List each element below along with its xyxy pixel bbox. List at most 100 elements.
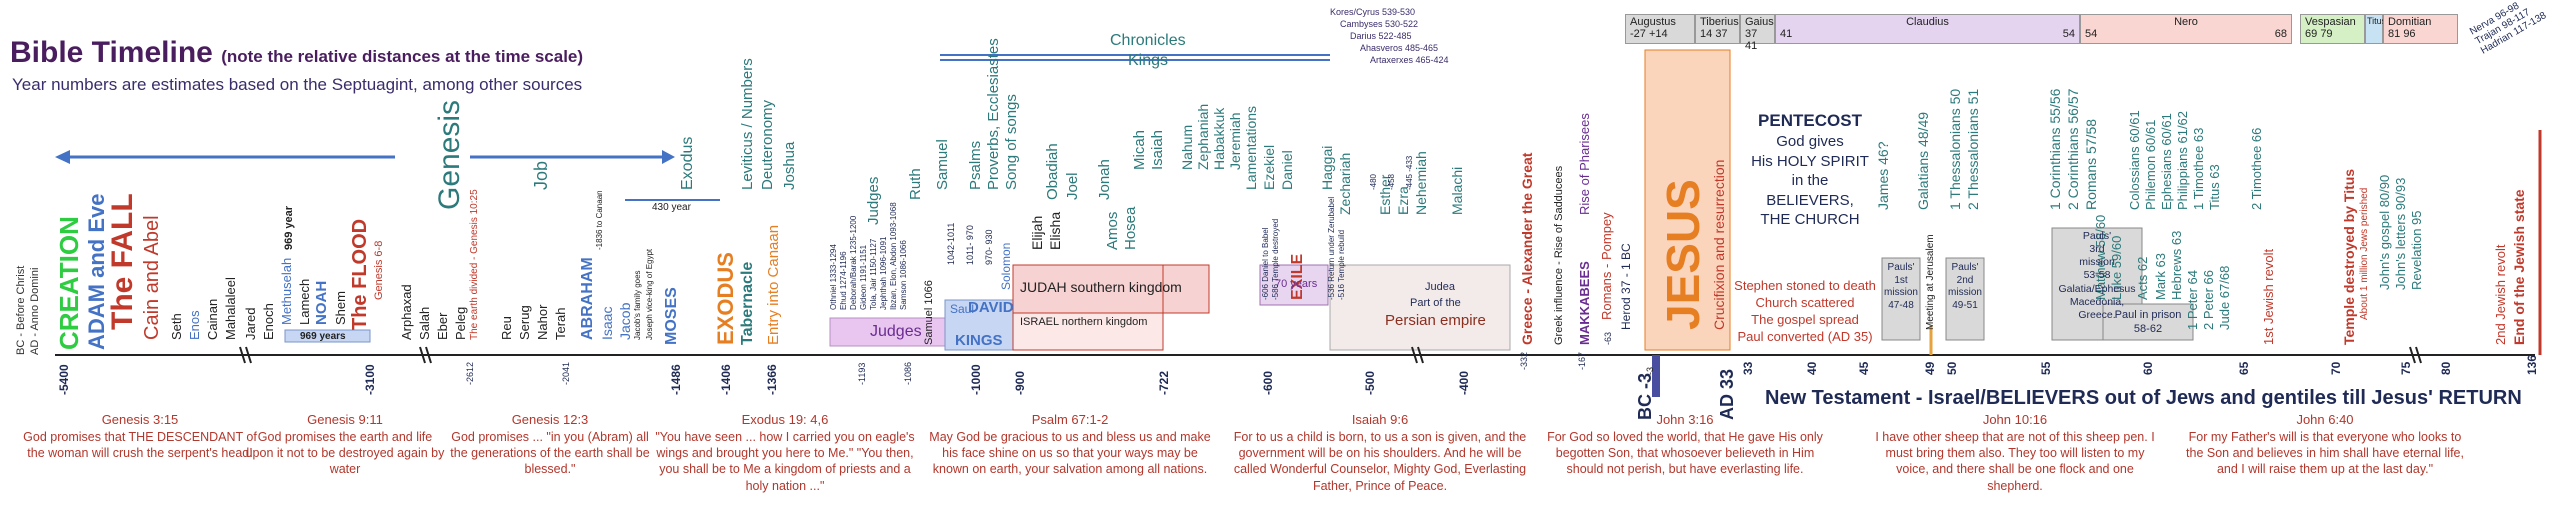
prophet-habakkuk: Habakkuk bbox=[1211, 107, 1227, 170]
persia-king: Darius 522-485 bbox=[1350, 31, 1412, 41]
persia-king: Cambyses 530-522 bbox=[1340, 19, 1419, 29]
exile-years: 70 years bbox=[1275, 278, 1318, 290]
nt-prison-letter: Titus 63 bbox=[2207, 164, 2222, 210]
bar-969-label: 969 years bbox=[300, 331, 346, 342]
song-book: Song of songs bbox=[1003, 94, 1020, 190]
emperor-titus: Titus bbox=[2365, 14, 2386, 44]
prophet-elisha: Elisha bbox=[1047, 211, 1063, 250]
nt-late-letter: Jude 67/68 bbox=[2217, 265, 2232, 330]
tick: -722 bbox=[1157, 370, 1171, 395]
nt-prison-letter: Philemon 60/61 bbox=[2143, 119, 2158, 210]
nt-corinth-2: 2 Corinthians 56/57 bbox=[2065, 88, 2081, 210]
years-430: 430 year bbox=[652, 202, 691, 213]
book-leviticus: Leviticus / Numbers bbox=[739, 58, 756, 190]
kings-label: KINGS bbox=[955, 332, 1003, 349]
samuel-book: Samuel bbox=[934, 139, 951, 190]
kings-book: Kings bbox=[1128, 52, 1169, 69]
judge-item: Othniel 1333-1294 bbox=[829, 244, 838, 310]
tick: -3100 bbox=[363, 364, 377, 395]
persia-king: Kores/Cyrus 539-530 bbox=[1330, 7, 1416, 17]
pentecost-line: BELIEVERS, bbox=[1766, 191, 1854, 209]
cain-abel-label: Cain and Abel bbox=[141, 215, 163, 340]
tick: -1000 bbox=[969, 364, 983, 395]
judge-item: Deborah/Barak 1235-1200 bbox=[849, 215, 858, 310]
david-label: DAVID bbox=[968, 299, 1014, 316]
methuselah-label: Methuselah bbox=[279, 257, 294, 325]
tick: 49 bbox=[1923, 361, 1937, 375]
after-peleg-nahor: Nahor bbox=[535, 304, 550, 340]
nt-galatians: Galatians 48/49 bbox=[1915, 111, 1931, 210]
nt-late-letter: Hebrews 63 bbox=[2169, 230, 2184, 300]
tick: 50 bbox=[1945, 361, 1959, 375]
moses-label: MOSES bbox=[663, 287, 680, 345]
after-peleg-terah: Terah bbox=[553, 307, 568, 340]
patriarch-seth: Seth bbox=[169, 313, 184, 340]
pentecost-block: PENTECOST God gives His HOLY SPIRIT in t… bbox=[1740, 110, 1880, 230]
tick: 33 bbox=[1741, 361, 1755, 375]
stephen-line: Church scattered bbox=[1755, 294, 1855, 310]
page-subtitle: Year numbers are estimates based on the … bbox=[12, 75, 583, 94]
jewish-revolt-2: 2nd Jewish revolt bbox=[2493, 244, 2508, 345]
samuel-date: Samuel 1066 bbox=[923, 280, 935, 345]
tick: -3 bbox=[1645, 366, 1655, 375]
after-flood-eber: Eber bbox=[435, 312, 450, 340]
pharisees-label: Rise of Pharisees bbox=[1577, 113, 1592, 215]
post-date: -458 bbox=[1387, 173, 1396, 190]
prophet-isaiah: Isaiah bbox=[1149, 129, 1166, 170]
book-deuteronomy: Deuteronomy bbox=[759, 99, 776, 190]
judah-kingdom: JUDAH southern kingdom bbox=[1020, 279, 1182, 295]
jesus-label: JESUS bbox=[1657, 179, 1709, 330]
judge-item: Ibzan, Elon, Abdon 1093-1068 bbox=[889, 202, 898, 310]
jewish-revolt-1: 1st Jewish revolt bbox=[2261, 248, 2276, 345]
tick: 80 bbox=[2439, 361, 2453, 375]
abraham-label: ABRAHAM bbox=[579, 257, 596, 340]
nt-romans: Romans 57/58 bbox=[2083, 118, 2099, 210]
judge-item: Tola, Jair 1150-1127 bbox=[869, 238, 878, 310]
patriarch-enoch: Enoch bbox=[261, 303, 276, 340]
flood-label: The FLOOD bbox=[349, 218, 371, 330]
legend-bc: BC - Before Christ bbox=[15, 265, 27, 355]
earth-divided-note: The earth divided - Genesis 10:25 bbox=[469, 189, 480, 340]
pentecost-title: PENTECOST bbox=[1758, 111, 1862, 130]
ruth-book: Ruth bbox=[907, 168, 924, 200]
persian-empire-label: Persian empire bbox=[1385, 312, 1486, 329]
nt-prison-letter: Philippians 61/62 bbox=[2175, 110, 2190, 210]
prophet-amos: Amos bbox=[1104, 211, 1121, 250]
nt-james: James 46? bbox=[1875, 141, 1891, 210]
tick: -1486 bbox=[669, 364, 683, 395]
post-nehemiah: Nehemiah bbox=[1413, 151, 1429, 215]
king-date: 1042-1011 bbox=[946, 222, 956, 265]
prophet-ezekiel: Ezekiel bbox=[1261, 144, 1277, 190]
post-date: -480 bbox=[1369, 173, 1378, 190]
temple-destroyed: Temple destroyed by Titus bbox=[2341, 168, 2357, 345]
entry-canaan-label: Entry into Canaan bbox=[765, 224, 782, 345]
nt-banner: New Testament - Israel/BELIEVERS out of … bbox=[1765, 387, 2522, 409]
tick: -1193 bbox=[857, 362, 867, 385]
tick: -2612 bbox=[465, 361, 475, 385]
verse: Exodus 19: 4,6"You have seen ... how I c… bbox=[655, 412, 915, 493]
persian-box-part: Part of the bbox=[1410, 297, 1461, 309]
stephen-line: The gospel spread bbox=[1751, 311, 1859, 327]
methuselah-years: 969 year bbox=[283, 205, 295, 250]
isaac-label: Isaac bbox=[599, 306, 615, 340]
makkabees-label: MAKKABEES bbox=[1577, 261, 1592, 345]
post-ezra: Ezra bbox=[1395, 186, 1411, 215]
nt-prison-letter: Colossians 60/61 bbox=[2127, 110, 2142, 210]
fall-label: The FALL bbox=[106, 193, 139, 330]
greek-influence: Greek influence - Rise of Sadducees bbox=[1553, 165, 1565, 345]
prophet-nahum: Nahum bbox=[1179, 124, 1195, 170]
nt-thess-1: 1 Thessalonians 50 bbox=[1947, 88, 1963, 210]
jacob-label: Jacob bbox=[617, 302, 633, 340]
patriarch-cainan: Cainan bbox=[205, 298, 220, 340]
prophet-jeremiah: Jeremiah bbox=[1227, 112, 1243, 170]
exile-note: -586 Temple destroyed bbox=[1271, 218, 1280, 300]
canaan-note: -1836 to Canaan bbox=[595, 190, 604, 250]
book-joshua: Joshua bbox=[781, 141, 798, 190]
exile-note: -606 Daniel to Babel bbox=[1261, 227, 1270, 301]
